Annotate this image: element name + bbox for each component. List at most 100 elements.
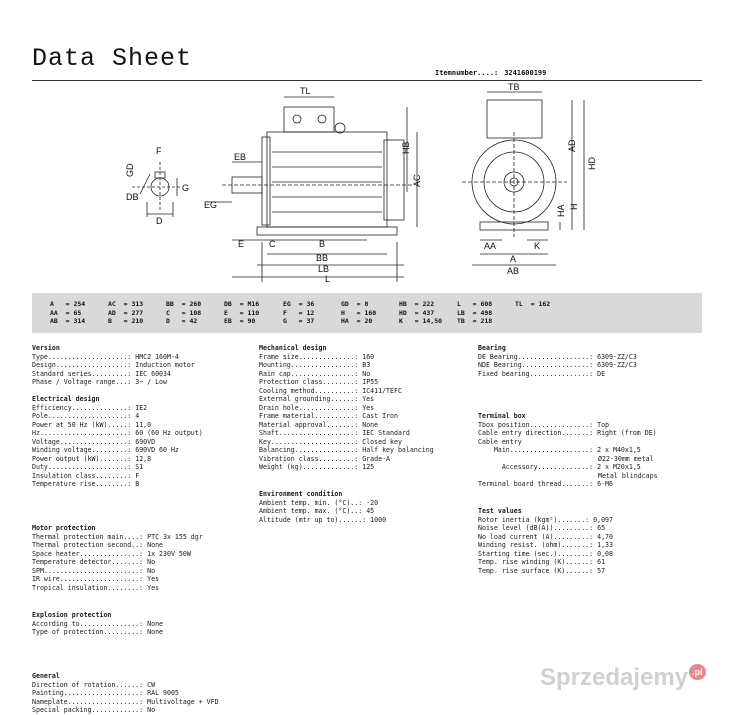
dimension-value: EG = 36 <box>283 300 315 308</box>
spec-label: Cooling method..........: <box>259 386 359 395</box>
header-rule <box>32 80 702 81</box>
spec-label: Nameplate..................: <box>32 697 144 706</box>
spec-value: 11,0 <box>131 420 152 429</box>
label-ab: AB <box>507 266 519 276</box>
spec-row: Pole....................: 4 <box>32 412 203 421</box>
spec-label: Temperature detector.......: <box>32 558 144 566</box>
spec-value: 4,70 <box>593 532 613 541</box>
spec-value: 6309-ZZ/C3 <box>593 361 637 369</box>
label-k: K <box>534 241 540 251</box>
spec-row: Vibration class.........: Grade-A <box>259 455 434 464</box>
dimension-value: B = 210 <box>108 317 144 326</box>
spec-value: PTC 3x 155 dgr <box>143 532 203 541</box>
spec-row: Cooling method..........: IC411/TEFC <box>259 387 434 396</box>
label-tb: TB <box>508 82 520 92</box>
spec-row: Power output (kW).......: 12,8 <box>32 455 203 464</box>
spec-row: Type of protection.........: None <box>32 628 163 637</box>
spec-value: -20 <box>362 498 379 507</box>
label-bb: BB <box>316 253 328 263</box>
spec-value: No <box>143 558 156 566</box>
spec-value: Closed key <box>358 437 402 446</box>
spec-value: Metal blindcaps <box>598 471 658 480</box>
spec-value: 160 <box>358 352 375 361</box>
spec-label: Temp. rise surface (K)......: <box>478 566 594 575</box>
spec-label: Power output (kW).......: <box>32 454 132 463</box>
spec-value: DE <box>593 369 606 378</box>
spec-label: Thermal protection main....: <box>32 532 144 541</box>
spec-row: Frame size..............: 160 <box>259 353 434 362</box>
spec-row: Design..................: Induction moto… <box>32 361 195 370</box>
spec-label: Type of protection.........: <box>32 628 144 636</box>
page-title: Data Sheet <box>32 44 193 73</box>
spec-label: Space heater...............: <box>32 549 144 558</box>
spec-row: Drain hole..............: Yes <box>259 404 434 413</box>
spec-row: Tbox position...............: Top <box>478 421 658 430</box>
section-heading: Electrical design <box>32 395 100 403</box>
spec-row: Tropical insulation........: Yes <box>32 584 203 593</box>
spec-label: External grounding......: <box>259 395 359 403</box>
spec-row: Thermal protection main....: PTC 3x 155 … <box>32 533 203 542</box>
dimension-value: DB = M16 <box>224 300 260 308</box>
spec-value: 690VD 60 Hz <box>131 446 179 454</box>
spec-label: Cable entry <box>478 437 522 446</box>
dimension-value: C = 108 <box>166 308 202 317</box>
section-heading: Environment condition <box>259 490 343 498</box>
spec-value: 0,097 <box>589 515 613 524</box>
spec-label: Terminal board thread.......: <box>478 480 594 488</box>
itemnumber: Itemnumber....:3241600199 <box>435 69 546 77</box>
dimension-value: H = 160 <box>341 308 377 317</box>
dimension-value: K = 14,50 <box>399 317 443 326</box>
dimension-value: A = 254 <box>50 300 86 308</box>
spec-row: Power at 50 Hz (kW).....: 11,0 <box>32 421 203 430</box>
label-c: C <box>269 239 276 249</box>
spec-label: DE Bearing..................: <box>478 352 594 361</box>
spec-row: NDE Bearing.................: 6309-ZZ/C3 <box>478 361 637 370</box>
spec-label: Power at 50 Hz (kW).....: <box>32 420 132 429</box>
spec-label: Protection class........: <box>259 378 359 386</box>
spec-row: Altitude (mtr up to)......: 1000 <box>259 516 386 525</box>
spec-label: SPM........................: <box>32 566 144 575</box>
spec-label: Rotor inertia (kgm²).......: <box>478 515 590 524</box>
spec-row: SPM........................: No <box>32 567 203 576</box>
spec-label: Duty....................: <box>32 463 132 471</box>
spec-label: Temperature rise........: <box>32 480 132 488</box>
spec-row: Accessory.............: 2 x M20x1,5 <box>478 463 658 472</box>
spec-value: 4 <box>131 412 140 420</box>
spec-row: Efficiency..............: IE2 <box>32 404 203 413</box>
dimension-value: EB = 90 <box>224 317 256 326</box>
spec-row: Winding resist. (ohm).......: 1,33 <box>478 541 613 550</box>
spec-value: Cast Iron <box>358 412 398 420</box>
spec-value: Yes <box>358 403 375 412</box>
spec-row: Protection class........: IP55 <box>259 378 434 387</box>
spec-row: Rain cap................: No <box>259 370 434 379</box>
spec-row: Temperature rise........: B <box>32 480 203 489</box>
spec-row: Hz......................: 60 (60 Hz outp… <box>32 429 203 438</box>
spec-row: Cable entry <box>478 438 658 447</box>
spec-row: Temperature detector.......: No <box>32 558 203 567</box>
spec-row: IR wire....................: Yes <box>32 575 203 584</box>
label-l: L <box>325 274 330 282</box>
spec-value: 65 <box>593 524 606 532</box>
spec-value: None <box>143 628 164 636</box>
spec-row: Nameplate..................: Multivoltag… <box>32 698 219 707</box>
spec-value: HMC2 160M-4 <box>131 352 179 361</box>
label-g: G <box>182 183 189 193</box>
label-db: DB <box>126 192 139 202</box>
section-heading: Mechanical design <box>259 344 327 352</box>
dimensions-band <box>32 293 702 333</box>
label-ac: AC <box>412 174 422 187</box>
spec-row: Key.....................: Closed key <box>259 438 434 447</box>
dimension-value: BB = 260 <box>166 300 202 308</box>
spec-value: 60 (60 Hz output) <box>131 429 203 437</box>
spec-value: 125 <box>358 463 375 471</box>
spec-row: Material approval.......: None <box>259 421 434 430</box>
dimension-value: L = 608 <box>457 300 493 308</box>
spec-value: Ø22-30mm metal <box>598 454 654 463</box>
spec-label: Type....................: <box>32 352 132 361</box>
section-heading: Version <box>32 344 60 352</box>
